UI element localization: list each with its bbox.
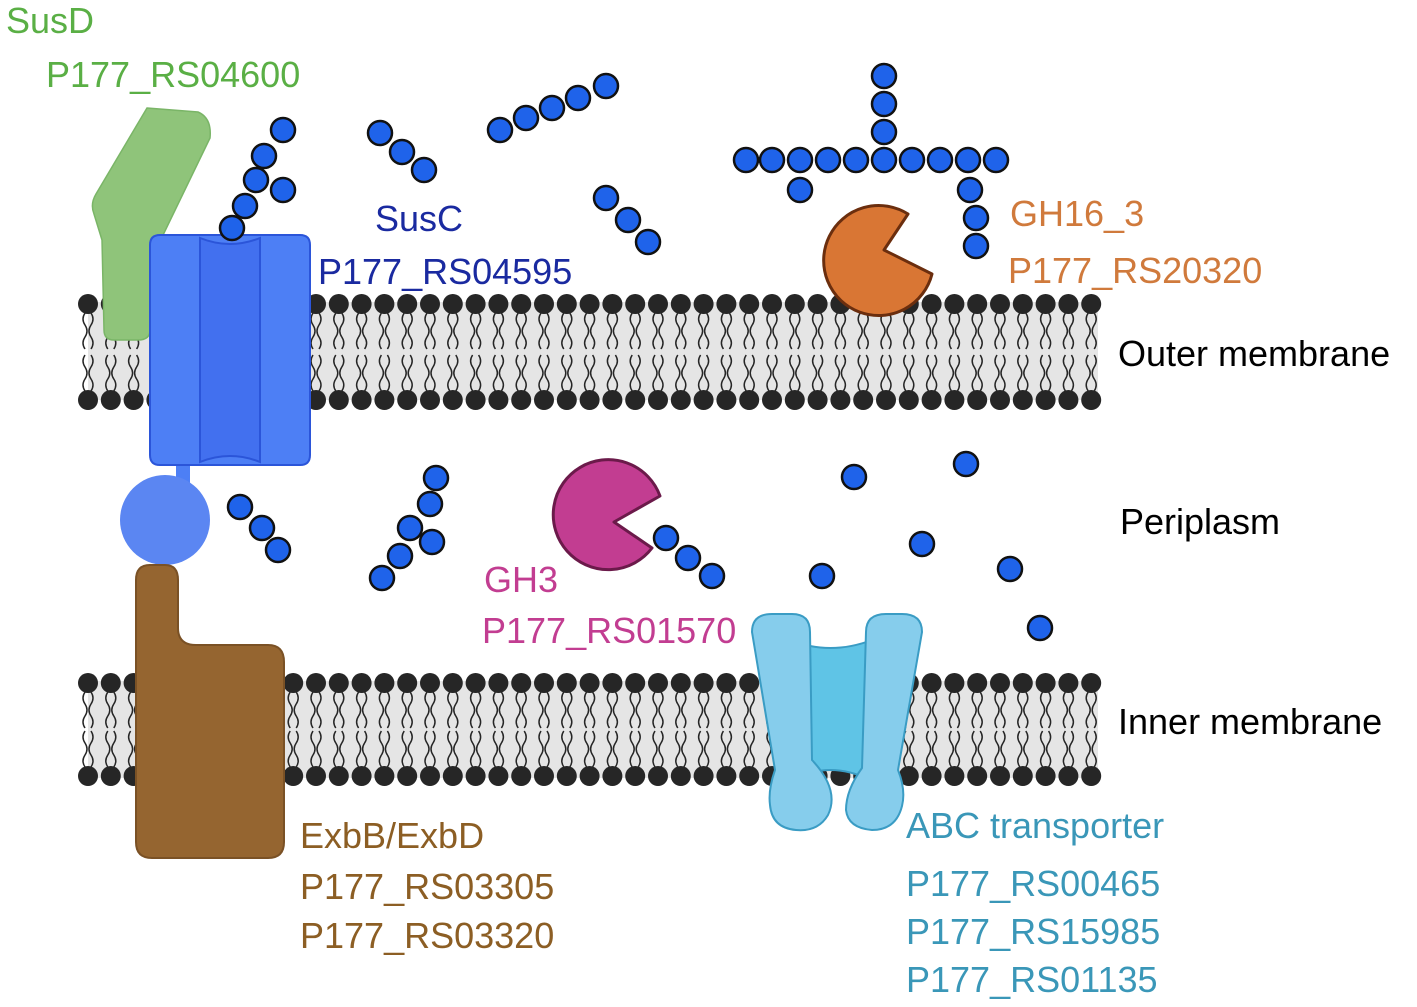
exb-id1-label: P177_RS03305 — [300, 866, 554, 907]
sugar-monomer — [634, 228, 662, 256]
gh3-name-label: GH3 — [484, 559, 558, 600]
sugar-monomer — [952, 450, 980, 478]
sugar-monomer — [840, 463, 868, 491]
sugar-monomer — [908, 530, 936, 558]
sugar-monomer — [996, 555, 1024, 583]
sugar-monomer — [418, 528, 446, 556]
sugar-monomer — [269, 116, 297, 144]
sugar-monomer — [422, 464, 450, 492]
sugar-monomer — [592, 72, 620, 100]
gh3-id-label: P177_RS01570 — [482, 610, 736, 651]
outer-membrane-label: Outer membrane — [1118, 333, 1390, 374]
sugar-monomer — [674, 544, 702, 572]
abc-id1-label: P177_RS00465 — [906, 863, 1160, 904]
gh16-enzyme — [822, 204, 934, 318]
abc-id3-label: P177_RS01135 — [906, 959, 1158, 1000]
sugar-monomer — [898, 146, 926, 174]
sugar-molecules — [218, 62, 1054, 642]
abc-name-label: ABC transporter — [906, 805, 1164, 846]
sugar-monomer — [652, 524, 680, 552]
sugar-monomer — [269, 176, 297, 204]
susd-protein — [91, 107, 211, 341]
sugar-monomer — [954, 146, 982, 174]
exb-id2-label: P177_RS03320 — [300, 915, 554, 956]
periplasm-label: Periplasm — [1120, 501, 1280, 542]
exbb-exbd-protein — [135, 564, 285, 859]
sugar-monomer — [870, 146, 898, 174]
sugar-monomer — [698, 562, 726, 590]
sugar-monomer — [956, 176, 984, 204]
sugar-monomer — [366, 119, 394, 147]
sugar-monomer — [1026, 614, 1054, 642]
abc-id2-label: P177_RS15985 — [906, 911, 1160, 952]
sugar-monomer — [926, 146, 954, 174]
susd-name-label: SusD — [6, 0, 94, 41]
sugar-monomer — [564, 84, 592, 112]
sugar-monomer — [512, 104, 540, 132]
sugar-monomer — [388, 138, 416, 166]
sugar-monomer — [410, 156, 438, 184]
sugar-monomer — [870, 62, 898, 90]
sugar-monomer — [242, 166, 270, 194]
sugar-monomer — [870, 90, 898, 118]
gh16-name-label: GH16_3 — [1010, 193, 1144, 234]
susc-protein — [120, 234, 311, 565]
abc-transporter — [750, 613, 924, 832]
sugar-monomer — [870, 118, 898, 146]
sugar-monomer — [248, 514, 276, 542]
sugar-monomer — [808, 562, 836, 590]
sugar-monomer — [842, 146, 870, 174]
exb-name-label: ExbB/ExbD — [300, 815, 484, 856]
sugar-monomer — [614, 206, 642, 234]
susc-name-label: SusC — [375, 198, 463, 239]
sugar-monomer — [814, 146, 842, 174]
inner-membrane-label: Inner membrane — [1118, 701, 1382, 742]
sugar-monomer — [592, 184, 620, 212]
sugar-monomer — [416, 490, 444, 518]
sugar-monomer — [231, 192, 259, 220]
sugar-monomer — [264, 536, 292, 564]
sugar-monomer — [486, 116, 514, 144]
sugar-monomer — [226, 493, 254, 521]
sugar-monomer — [732, 146, 760, 174]
gh16-id-label: P177_RS20320 — [1008, 250, 1262, 291]
susc-plug-domain — [120, 475, 210, 565]
sugar-monomer — [250, 142, 278, 170]
sugar-monomer — [786, 146, 814, 174]
sugar-monomer — [962, 204, 990, 232]
sugar-monomer — [786, 176, 814, 204]
sugar-monomer — [982, 146, 1010, 174]
susd-id-label: P177_RS04600 — [46, 54, 300, 95]
sugar-monomer — [386, 542, 414, 570]
sugar-monomer — [218, 214, 246, 242]
sugar-monomer — [758, 146, 786, 174]
gh3-enzyme — [551, 458, 662, 572]
sugar-monomer — [538, 94, 566, 122]
susc-id-label: P177_RS04595 — [318, 251, 572, 292]
sugar-monomer — [368, 564, 396, 592]
sugar-monomer — [962, 232, 990, 260]
sugar-monomer — [396, 514, 424, 542]
